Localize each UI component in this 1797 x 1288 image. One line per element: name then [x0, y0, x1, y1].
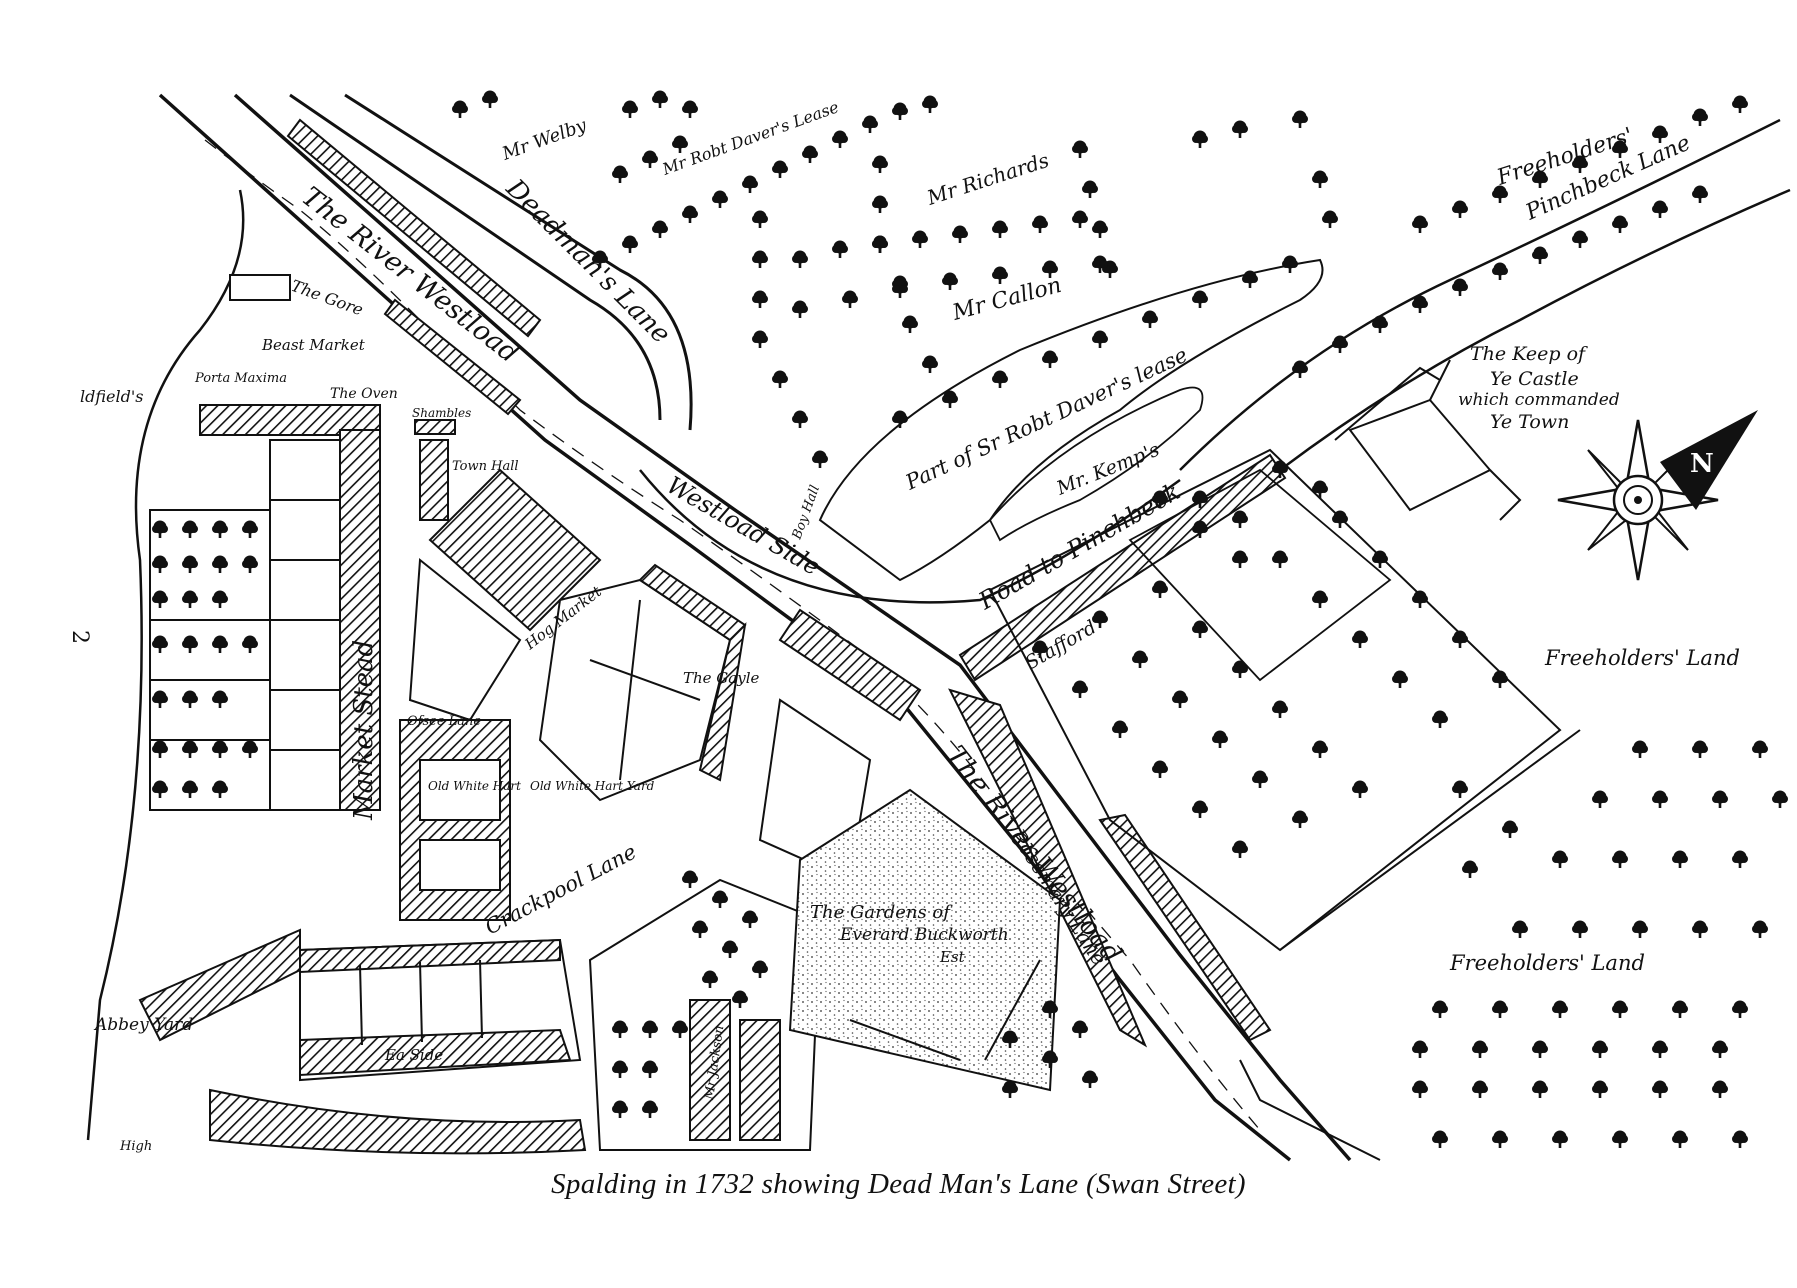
building-near-gore: [229, 274, 291, 301]
daver-lease-enclosure: [818, 258, 1324, 582]
label-gardens-of-everard-3: Est: [939, 948, 966, 966]
freeholders-boundary: [1279, 729, 1581, 951]
label-the-oven: The Oven: [330, 386, 398, 402]
riverside-buildings: [286, 118, 542, 338]
deadmans-lane-edge-2: [344, 93, 693, 431]
west-road: [86, 189, 245, 1141]
label-keep-of-castle-1: The Keep of: [1470, 343, 1588, 365]
label-keep-of-castle-4: Ye Town: [1490, 411, 1569, 433]
margin-digit: 2: [67, 630, 92, 644]
label-market-stead: Market Stead: [349, 640, 379, 821]
label-freeholders-land-right: Freeholders' Land: [1544, 646, 1740, 670]
label-shambles: Shambles: [412, 406, 471, 420]
pinchbeck-lane-edge-1: [1179, 118, 1781, 471]
abbey-yard-buildings: [138, 928, 301, 1042]
river-westload: [158, 93, 1352, 1162]
label-high: High: [119, 1139, 152, 1154]
deadmans-lane-edge-1: [289, 93, 662, 421]
stafford-orchard-enclosure: [988, 448, 1562, 952]
inner-orchard: [1128, 468, 1392, 682]
label-oldfields: ldfield's: [80, 387, 143, 406]
label-abbey-yard: Abbey Yard: [93, 1015, 193, 1035]
gayle-block: [538, 563, 747, 802]
jackson-block: [588, 608, 922, 1151]
road-to-pinchbeck-strip: [958, 453, 1287, 682]
label-ofsee-lane: Ofsee Lane: [407, 714, 481, 729]
westload-bank-strip: [1098, 813, 1272, 1042]
label-the-gayle: The Gayle: [683, 669, 760, 687]
label-ea-side: Ea Side: [384, 1046, 443, 1064]
kemps-enclosure: [988, 386, 1204, 542]
castle-keep: [1334, 359, 1522, 521]
label-porta-maxima: Porta Maxima: [194, 371, 287, 386]
label-old-white-hart-yard: Old White Hart Yard: [530, 779, 655, 793]
rosemary-bank-strip: [948, 688, 1148, 1048]
ea-side-block: [209, 938, 587, 1155]
map-caption: Spalding in 1732 showing Dead Man's Lane…: [551, 1168, 1246, 1200]
hog-market-block: [399, 468, 602, 921]
lower-boundary: [1239, 1059, 1381, 1161]
compass-north-label: N: [1690, 449, 1714, 479]
label-gardens-of-everard-2: Everard Buckworth: [839, 925, 1009, 945]
pinchbeck-lane-edge-2: [1279, 188, 1791, 472]
label-keep-of-castle-3: which commanded: [1458, 390, 1620, 410]
label-old-white-hart: Old White Hart: [428, 779, 521, 793]
gardens-of-everard-buckworth: [788, 788, 1062, 1092]
label-gardens-of-everard: The Gardens of: [810, 902, 953, 923]
label-keep-of-castle-2: Ye Castle: [1490, 368, 1579, 390]
label-freeholders-land-lower: Freeholders' Land: [1449, 951, 1645, 975]
riverside-buildings-2: [383, 298, 522, 416]
label-beast-market: Beast Market: [261, 336, 366, 354]
label-town-hall: Town Hall: [452, 459, 519, 474]
compass-rose: N: [1557, 410, 1758, 581]
